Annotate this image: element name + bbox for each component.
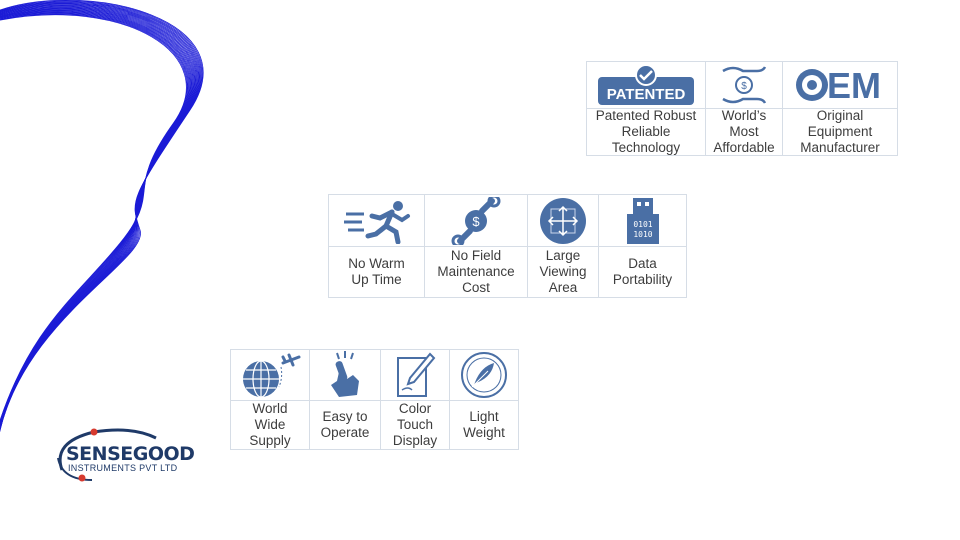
oem-logo-icon: EM — [796, 65, 881, 105]
feature-label: Color Touch Display — [392, 400, 438, 448]
pen-display-icon — [397, 352, 436, 397]
finger-touch-icon — [331, 350, 359, 397]
oem-letters: EM — [827, 65, 881, 105]
feature-warm-up: No Warm Up Time — [328, 195, 424, 297]
feature-label: Patented Robust Reliable Technology — [595, 108, 697, 155]
wave-line — [0, 5, 198, 430]
wave-line — [0, 0, 204, 434]
wave-line — [0, 3, 200, 431]
feature-label: World Wide Supply — [249, 400, 291, 448]
feature-label: No Field Maintenance Cost — [437, 248, 515, 296]
feather-icon — [461, 351, 507, 398]
patented-badge-icon: PATENTED — [598, 64, 694, 105]
usb-data-icon: 0101 1010 — [626, 197, 659, 244]
feature-world-supply: World Wide Supply — [230, 350, 309, 449]
wave-line — [0, 4, 199, 431]
hands-coin-icon: $ — [722, 66, 767, 104]
wave-line — [0, 11, 191, 425]
wave-line — [0, 12, 189, 424]
wave-line — [0, 11, 190, 425]
wave-line — [0, 0, 203, 433]
coin-symbol: $ — [741, 81, 747, 92]
wave-line — [0, 1, 202, 432]
wave-line — [0, 7, 195, 428]
feature-label: Easy to Operate — [320, 408, 370, 440]
feature-group-top: PATENTED Patented Robust Reliable Techno… — [586, 61, 898, 156]
feature-group-bottom: World Wide Supply Easy to Operate Color … — [230, 349, 519, 450]
feature-label: World’s Most Affordable — [713, 108, 775, 155]
feature-light-weight: Light Weight — [449, 350, 519, 449]
feature-label: Large Viewing Area — [539, 248, 587, 296]
coin-symbol: $ — [472, 214, 480, 229]
feature-label: Light Weight — [463, 408, 505, 440]
decorative-wave-lines — [0, 0, 204, 434]
feature-maintenance: $ No Field Maintenance Cost — [424, 195, 527, 297]
wave-line — [0, 10, 192, 426]
feature-label: Original Equipment Manufacturer — [800, 108, 880, 155]
company-logo: SENSEGOOD INSTRUMENTS PVT LTD — [52, 428, 195, 486]
feature-viewing-area: Large Viewing Area — [527, 195, 598, 297]
wave-line — [0, 7, 196, 429]
wave-line — [0, 4, 198, 430]
feature-affordable: $ World’s Most Affordable — [705, 62, 782, 155]
expand-arrows-icon — [540, 197, 586, 244]
logo-swoosh-icon — [57, 428, 157, 482]
globe-airplane-icon — [243, 353, 301, 398]
feature-group-middle: No Warm Up Time $ No Field Maintenance C… — [328, 194, 687, 298]
feature-easy-operate: Easy to Operate — [309, 350, 380, 449]
wave-line — [0, 9, 194, 427]
wave-line — [0, 2, 201, 432]
feature-label: No Warm Up Time — [348, 256, 405, 288]
wave-line — [0, 8, 194, 427]
wave-line — [0, 14, 187, 422]
feature-data-portability: 0101 1010 Data Portability — [598, 195, 687, 297]
wrench-dollar-icon: $ — [451, 196, 501, 245]
data-bits-line1: 0101 — [633, 220, 652, 229]
running-man-icon — [343, 200, 410, 244]
feature-label: Data Portability — [612, 256, 673, 288]
wave-line — [0, 1, 202, 433]
feature-touch-display: Color Touch Display — [380, 350, 449, 449]
feature-oem: EM Original Equipment Manufacturer — [782, 62, 898, 155]
wave-line — [0, 6, 197, 429]
patented-badge-text: PATENTED — [607, 86, 686, 103]
data-bits-line2: 1010 — [633, 230, 652, 239]
logo-subtitle: INSTRUMENTS PVT LTD — [68, 463, 178, 473]
wave-line — [0, 9, 193, 426]
feature-patented: PATENTED Patented Robust Reliable Techno… — [586, 62, 705, 155]
logo-name: SENSEGOOD — [66, 443, 195, 465]
